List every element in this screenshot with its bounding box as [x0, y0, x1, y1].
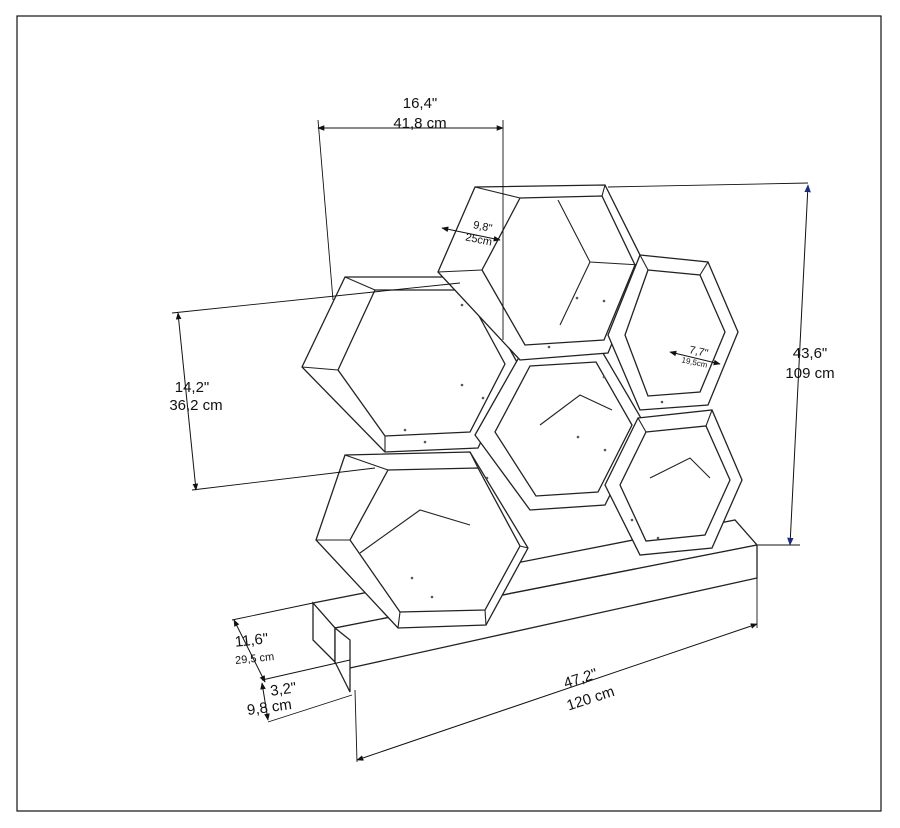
dimension-base-height: 3,2" 9,8 cm	[246, 679, 353, 723]
image-border	[16, 15, 882, 812]
width-top-inch: 16,4"	[403, 95, 438, 112]
width-top-cm: 41,8 cm	[393, 115, 446, 132]
hex-height-cm: 36,2 cm	[169, 397, 222, 414]
hexagon-module-bottom-left	[315, 451, 529, 629]
dimension-top-width: 16,4" 41,8 cm	[317, 95, 504, 340]
dimension-hex-depth: 9,8" 25cm	[441, 219, 501, 249]
base-depth-inch: 11,6"	[234, 630, 269, 650]
dimension-base-depth: 11,6" 29,5 cm	[231, 602, 351, 683]
hexagon-module-right-lower	[604, 409, 743, 556]
total-height-cm: 109 cm	[785, 365, 834, 382]
base-depth-cm: 29,5 cm	[235, 651, 275, 667]
base-height-inch: 3,2"	[269, 679, 297, 699]
base-height-cm: 9,8 cm	[246, 696, 293, 719]
hexagon-module-center	[474, 347, 646, 511]
dimension-hex-height: 14,2" 36,2 cm	[169, 282, 461, 491]
hexagon-module-middle-left	[301, 276, 519, 453]
hex-height-inch: 14,2"	[175, 379, 210, 396]
inner-width-inch: 7,7"	[688, 344, 709, 360]
depth-hex-inch: 9,8"	[472, 219, 493, 235]
total-height-inch: 43,6"	[793, 345, 828, 362]
dimension-total-height: 43,6" 109 cm	[607, 182, 835, 546]
depth-hex-cm: 25cm	[464, 231, 493, 248]
